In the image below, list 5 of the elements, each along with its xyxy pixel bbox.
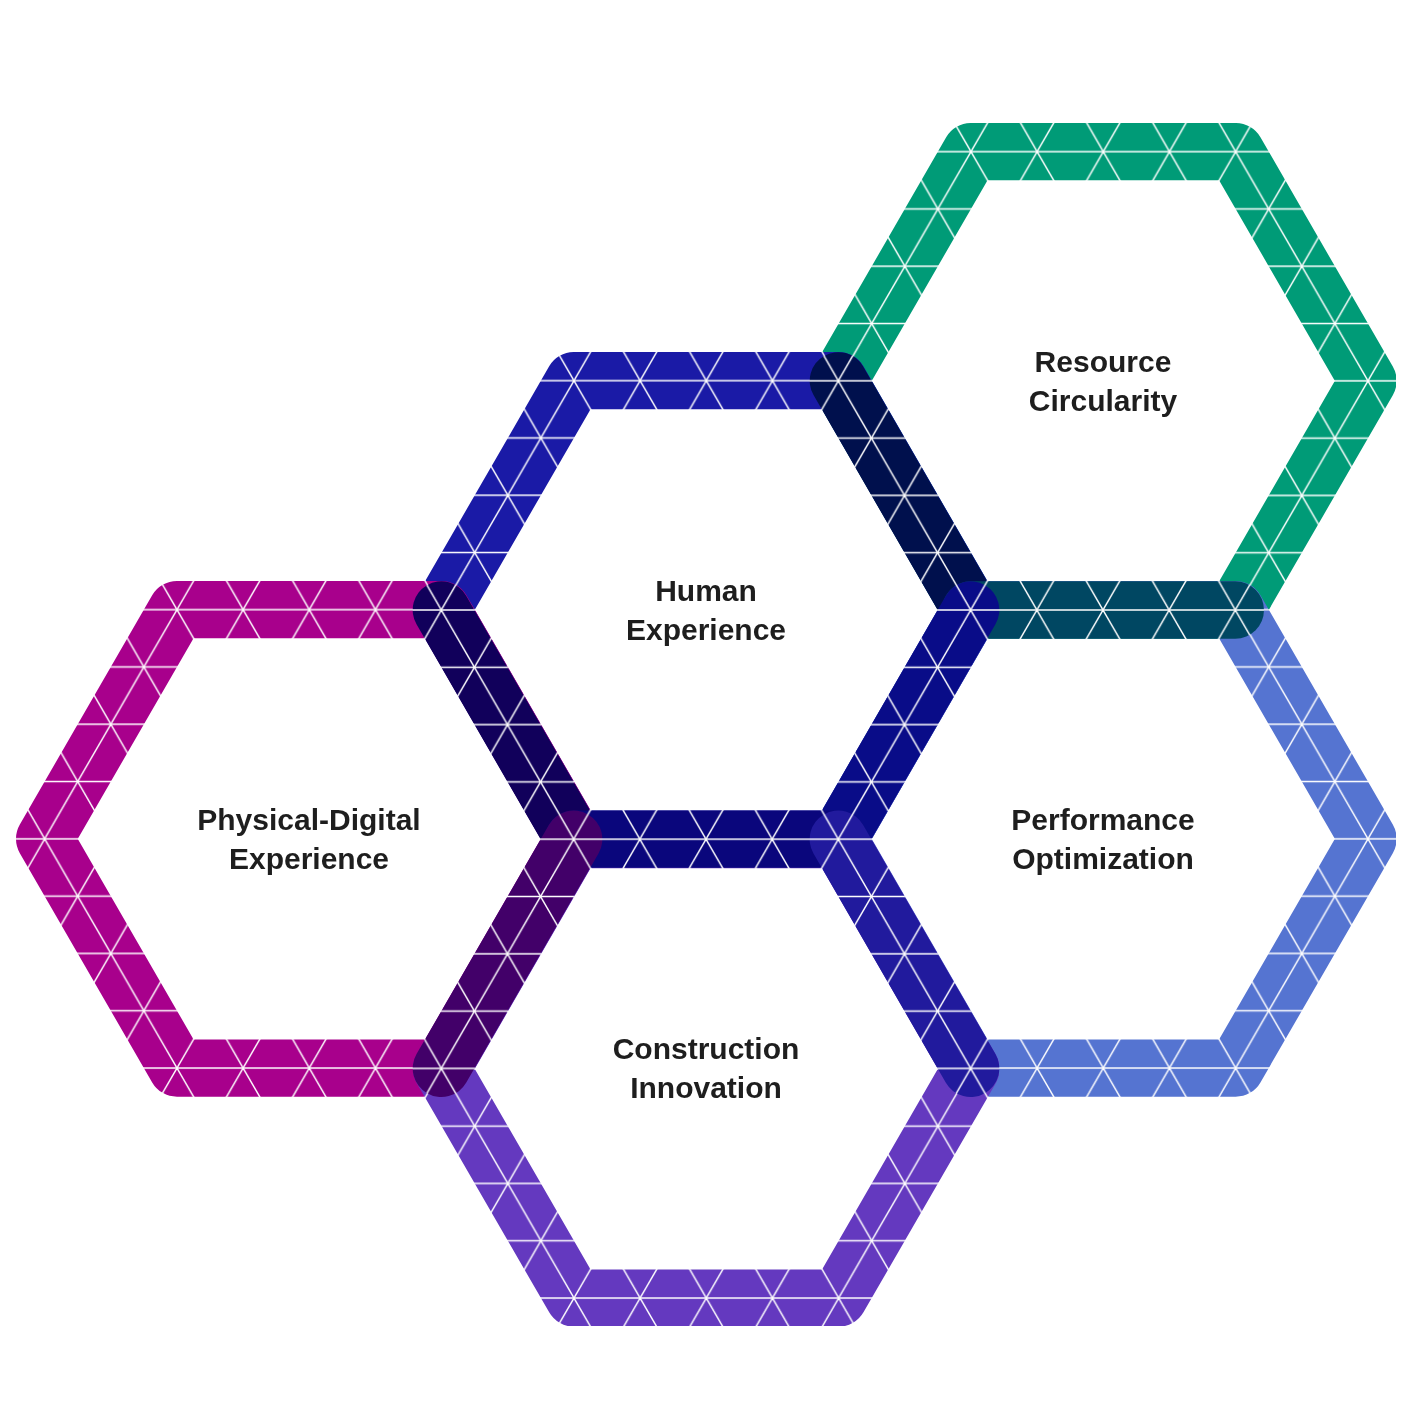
hexagon-label: Performance Optimization bbox=[1010, 802, 1196, 878]
hexagon-label: Physical-Digital Experience bbox=[196, 802, 422, 878]
hexagon-label: Human Experience bbox=[624, 573, 788, 648]
hexagon-label: Construction Innovation bbox=[611, 1031, 801, 1107]
hexagon-label: Resource Circularity bbox=[1027, 343, 1179, 419]
